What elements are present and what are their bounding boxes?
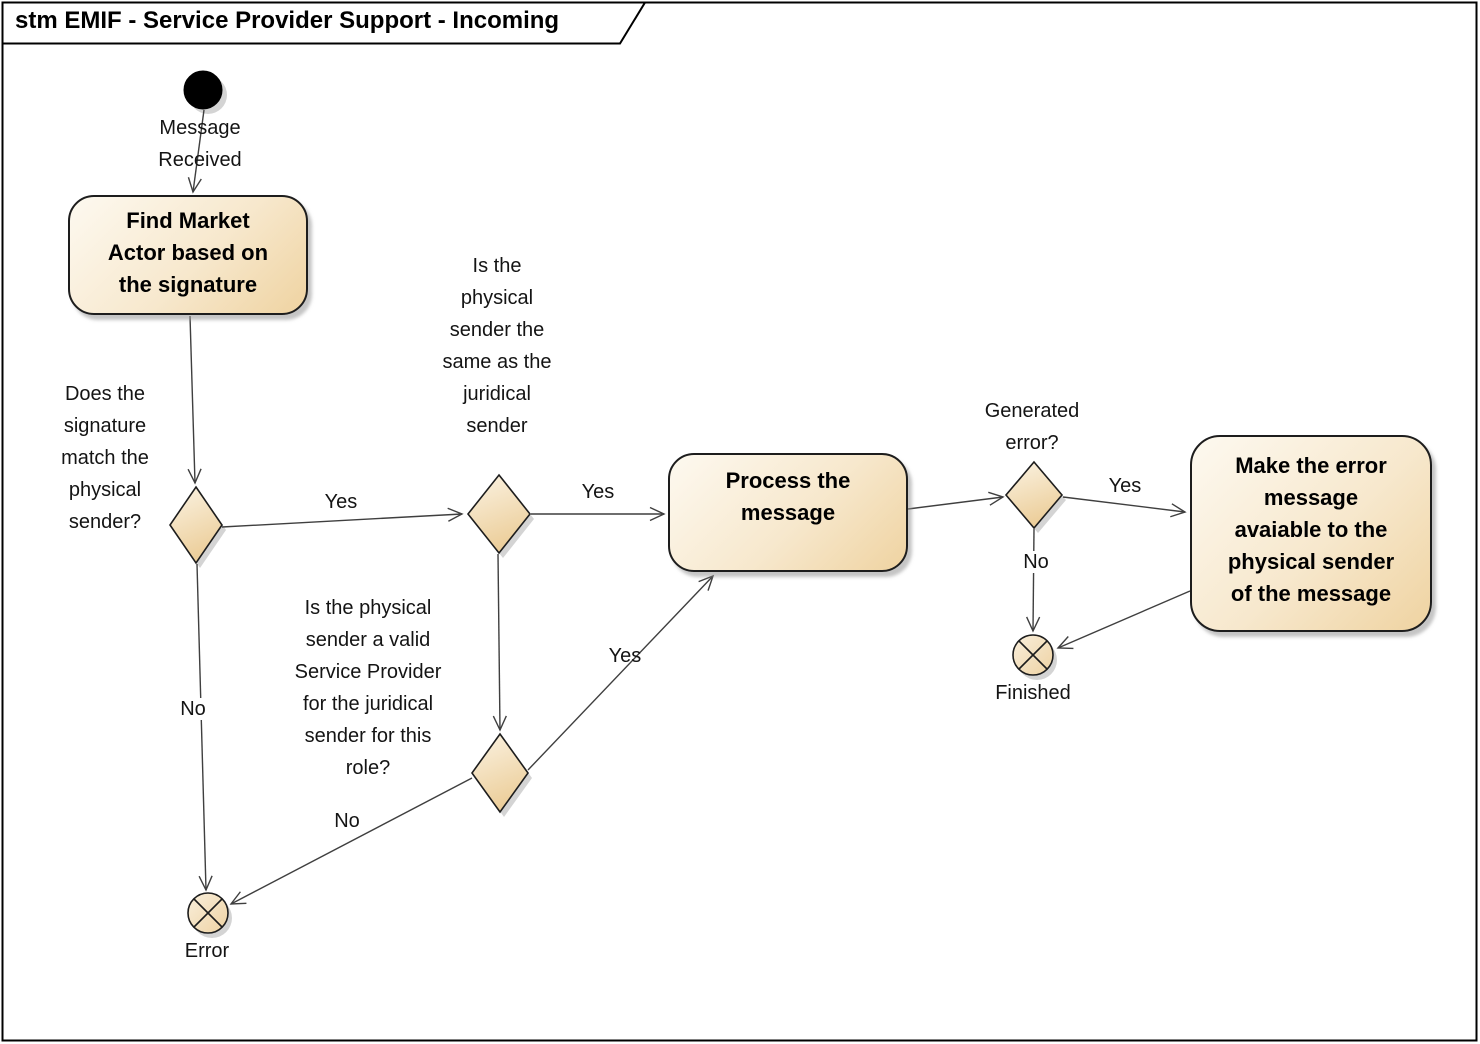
edges-group xyxy=(187,109,1191,905)
guard-generated-error-no: No xyxy=(1021,551,1051,573)
edge-process-to-generated-error xyxy=(907,491,1005,510)
initial-node[interactable] xyxy=(183,70,223,110)
decision-valid-service-provider-question: Is the physical sender a valid Service P… xyxy=(294,597,442,779)
edge-valid-sp-no-to-error xyxy=(229,777,473,905)
edge-generated-error-yes xyxy=(1062,496,1187,518)
edge-generated-error-no-to-finished xyxy=(1025,528,1041,633)
activity-make-error-available-label: Make the error message avaiable to the p… xyxy=(1227,453,1395,606)
guard-same-juridical-yes: Yes xyxy=(581,481,615,503)
edge-same-juridical-to-valid-sp xyxy=(492,553,507,732)
node-shadows xyxy=(174,76,1066,938)
edge-signature-match-no-to-error xyxy=(196,563,213,892)
activity-find-market-actor-label: Find Market Actor based on the signature xyxy=(107,208,269,297)
edge-find-market-to-signature-match xyxy=(187,315,202,485)
decision-generated-error[interactable] xyxy=(1004,460,1064,530)
decision-same-juridical-question: Is the physical sender the same as the j… xyxy=(442,255,552,437)
guard-valid-service-provider-yes: Yes xyxy=(608,645,642,667)
edge-signature-match-yes xyxy=(221,507,464,528)
initial-node-label: Message Received xyxy=(158,117,242,171)
exit-node-finished[interactable] xyxy=(1012,634,1054,676)
edge-initial-to-find-market xyxy=(187,109,205,194)
decision-generated-error-question: Generated error? xyxy=(984,400,1080,454)
decision-valid-service-provider[interactable] xyxy=(471,732,529,814)
guard-signature-match-yes: Yes xyxy=(324,491,358,513)
activity-find-market-actor[interactable]: Find Market Actor based on the signature xyxy=(68,195,308,315)
exit-node-finished-label: Finished xyxy=(995,682,1071,704)
guard-generated-error-yes: Yes xyxy=(1108,475,1142,497)
exit-node-error[interactable] xyxy=(187,892,229,934)
guard-valid-service-provider-no: No xyxy=(334,810,360,832)
diagram-title: stm EMIF - Service Provider Support - In… xyxy=(15,7,560,34)
guard-signature-match-no: No xyxy=(178,698,208,720)
activity-make-error-available[interactable]: Make the error message avaiable to the p… xyxy=(1190,435,1432,632)
edge-valid-sp-yes-to-process xyxy=(527,574,715,771)
exit-node-error-label: Error xyxy=(184,940,230,962)
edge-make-error-to-finished xyxy=(1056,590,1191,650)
decision-signature-match-question: Does the signature match the physical se… xyxy=(61,383,149,533)
decision-same-juridical[interactable] xyxy=(466,473,532,555)
activity-process-message[interactable]: Process the message xyxy=(668,453,908,572)
activity-process-message-label: Process the message xyxy=(725,468,851,525)
decision-signature-match[interactable] xyxy=(169,485,223,565)
diagram-title-tab xyxy=(1,1,647,45)
